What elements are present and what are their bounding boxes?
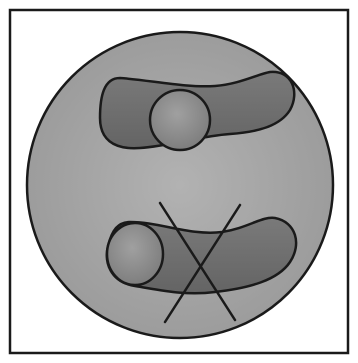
bottom-capsule-circle: [107, 223, 163, 285]
top-capsule-circle: [150, 90, 210, 150]
